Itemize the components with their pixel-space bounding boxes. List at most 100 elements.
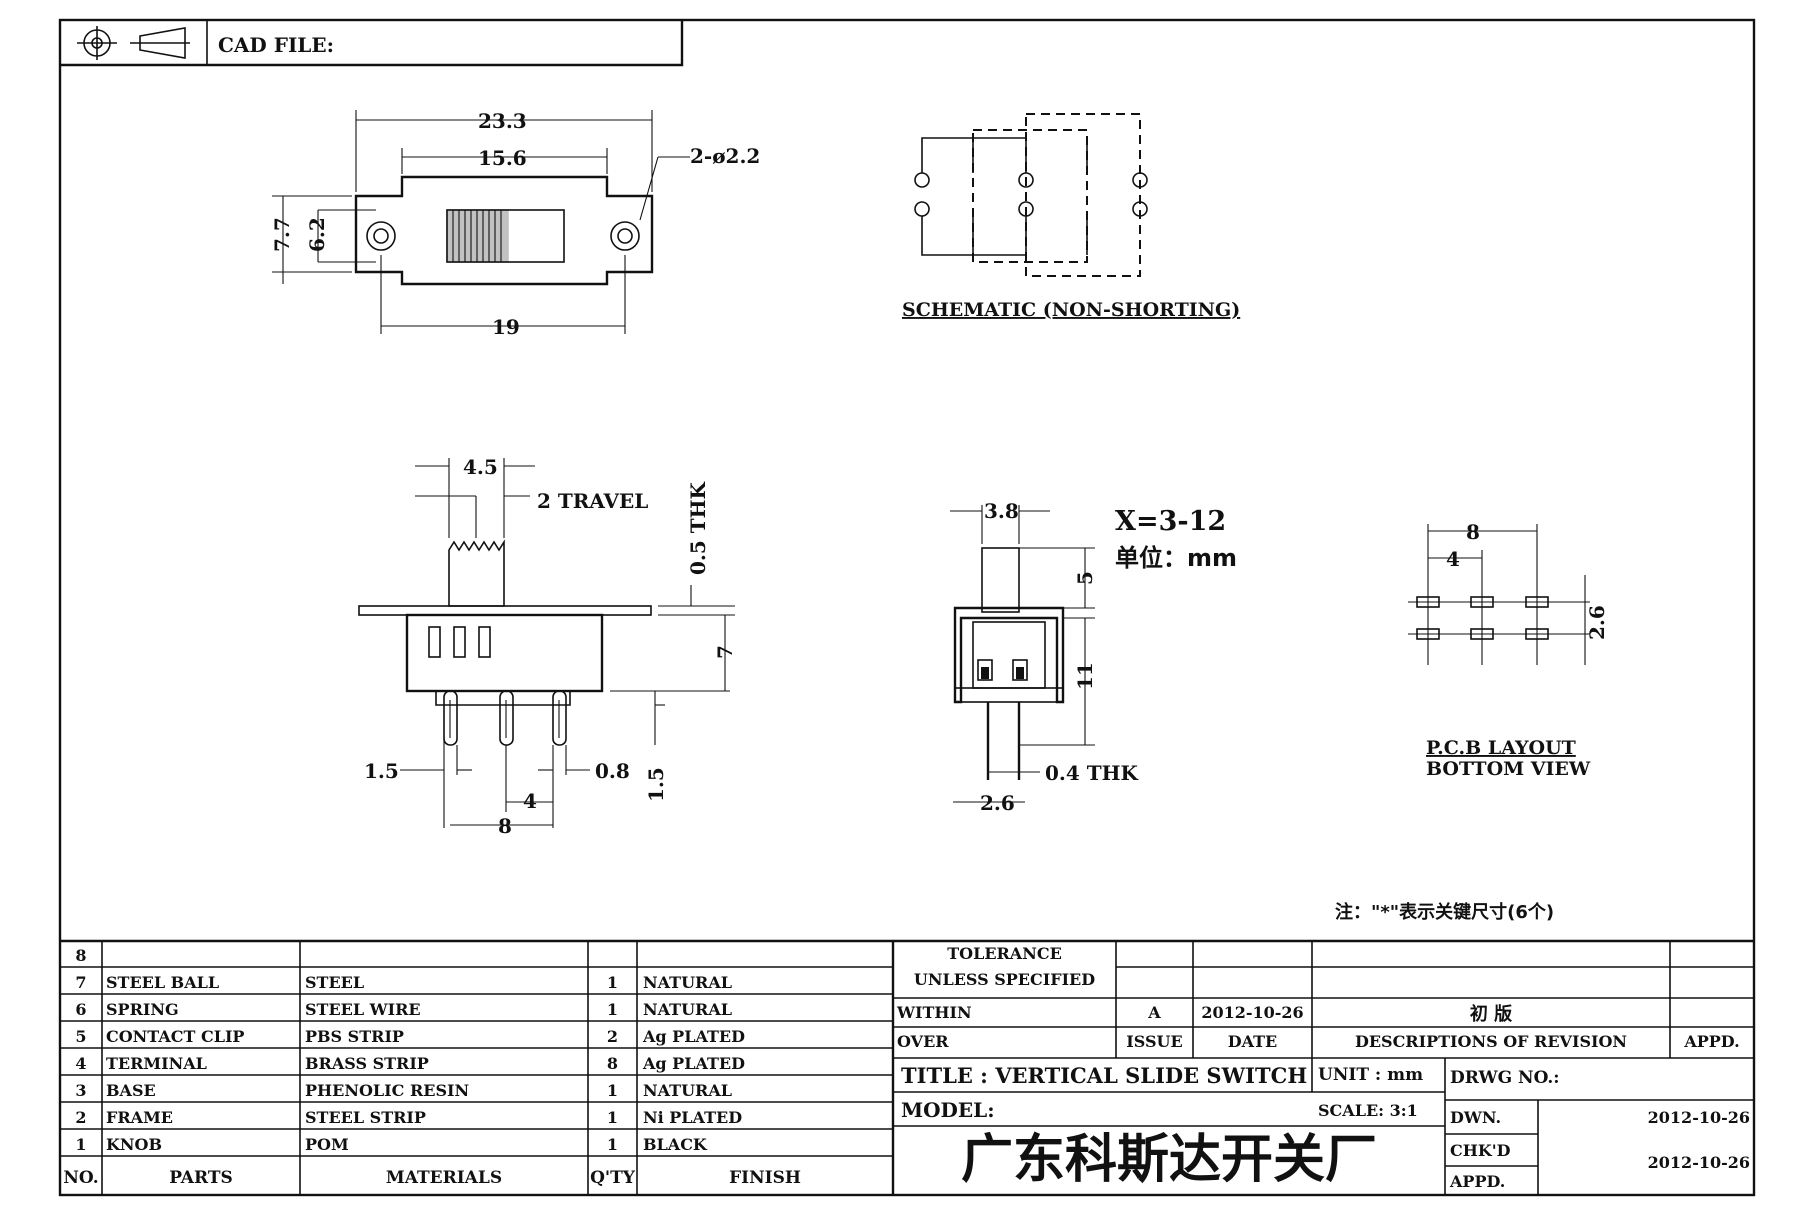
cad-file-label: CAD FILE: (218, 33, 334, 57)
bom-part: FRAME (106, 1108, 173, 1127)
bom-no: 8 (75, 946, 87, 965)
dim-body-7: 7 (713, 645, 737, 659)
dim-height-7-7: 7.7 (270, 217, 294, 252)
dim-pitch-4: 4 (523, 789, 537, 813)
dwn-date: 2012-10-26 (1647, 1108, 1750, 1127)
bom-finish: NATURAL (643, 1000, 732, 1019)
bom-no: 6 (75, 1000, 87, 1019)
dim-overall-23-3: 23.3 (478, 109, 527, 133)
bom-no: 5 (75, 1027, 87, 1046)
bom-table (60, 939, 1754, 1195)
over-label: OVER (897, 1032, 949, 1051)
header-box: CAD FILE: (60, 20, 684, 67)
dim-total-8: 8 (498, 814, 512, 838)
date-value: 2012-10-26 (1201, 1003, 1304, 1022)
schematic-caption: SCHEMATIC (NON-SHORTING) (902, 299, 1240, 321)
issue-label: ISSUE (1126, 1032, 1183, 1051)
pcb-dim-row-2-6: 2.6 (1585, 605, 1609, 640)
issue-value: A (1148, 1003, 1161, 1022)
bom-qty: 8 (606, 1054, 619, 1073)
dim-slot-15-6: 15.6 (478, 146, 527, 170)
sheet-border (58, 18, 1756, 1197)
bom-qty: 1 (606, 1000, 619, 1019)
bom-finish: Ag PLATED (643, 1054, 745, 1073)
bom-finish: NATURAL (643, 973, 732, 992)
bom-material: STEEL (305, 973, 365, 992)
header-parts: PARTS (169, 1168, 233, 1188)
revision-value: 初 版 (1469, 1004, 1513, 1025)
dim-travel: 2 TRAVEL (537, 489, 648, 513)
bom-no: 1 (75, 1135, 87, 1154)
title-block (893, 941, 1754, 1195)
dim-pin-width-0-8: 0.8 (595, 759, 630, 783)
dim-pin-left-1-5: 1.5 (364, 759, 399, 783)
dim-inner-height-6-2: 6.2 (305, 217, 329, 252)
dim-actuator-4-5: 4.5 (463, 455, 498, 479)
bom-material: STEEL STRIP (305, 1108, 426, 1127)
bom-qty: 1 (606, 1108, 619, 1127)
bom-material: BRASS STRIP (305, 1054, 429, 1073)
bom-part: CONTACT CLIP (106, 1027, 245, 1046)
bom-part: STEEL BALL (106, 973, 220, 992)
key-dimension-note: 注："*"表示关键尺寸(6个) (1335, 901, 1554, 923)
drwg-no-label: DRWG NO.: (1450, 1068, 1560, 1088)
bom-no: 7 (75, 973, 87, 992)
bom-material: POM (305, 1135, 349, 1154)
header-no: NO. (63, 1168, 99, 1188)
dwn-label: DWN. (1450, 1108, 1502, 1127)
unit-label: UNIT : mm (1318, 1065, 1424, 1085)
bom-qty: 1 (606, 1135, 619, 1154)
bom-qty: 1 (606, 1081, 619, 1100)
bom-material: STEEL WIRE (305, 1000, 421, 1019)
bom-no: 4 (75, 1054, 87, 1073)
bom-finish: Ni PLATED (643, 1108, 743, 1127)
bom-material: PBS STRIP (305, 1027, 404, 1046)
header-finish: FINISH (729, 1168, 801, 1188)
company-name: 广东科斯达开关厂 (960, 1130, 1377, 1190)
top-view (272, 110, 690, 334)
dim-thk-0-4: 0.4 THK (1045, 761, 1139, 785)
bom-part: KNOB (106, 1135, 162, 1154)
tolerance-line2: UNLESS SPECIFIED (913, 970, 1096, 989)
pcb-dim-pitch-4: 4 (1446, 547, 1460, 571)
chkd-date: 2012-10-26 (1647, 1153, 1750, 1172)
dim-width-2-6: 2.6 (980, 791, 1015, 815)
bom-finish: Ag PLATED (643, 1027, 745, 1046)
pcb-dim-total-8: 8 (1466, 520, 1480, 544)
x-range-label: X=3-12 (1115, 506, 1226, 537)
dim-thk-0-5: 0.5 THK (686, 481, 710, 575)
bom-part: BASE (106, 1081, 156, 1100)
header-materials: MATERIALS (385, 1168, 503, 1188)
dim-holes: 2-ø2.2 (690, 144, 760, 168)
model-label: MODEL: (901, 1098, 995, 1122)
chkd-label: CHK'D (1450, 1141, 1511, 1160)
title-label: TITLE : VERTICAL SLIDE SWITCH (901, 1063, 1308, 1088)
bom-qty: 2 (606, 1027, 619, 1046)
pcb-layout (1408, 524, 1590, 665)
header-qty: Q'TY (590, 1168, 635, 1188)
end-view (950, 505, 1095, 803)
bom-part: SPRING (106, 1000, 179, 1019)
bom-no: 2 (75, 1108, 87, 1127)
dim-body-11: 11 (1073, 662, 1097, 690)
appd2-label: APPD. (1450, 1172, 1506, 1191)
bom-finish: NATURAL (643, 1081, 732, 1100)
projection-symbol-icon (77, 26, 190, 60)
schematic-diagram (914, 113, 1148, 277)
bom-no: 3 (75, 1081, 87, 1100)
dim-pitch-19: 19 (492, 315, 520, 339)
scale-label: SCALE: 3:1 (1318, 1101, 1418, 1120)
pcb-caption-2: BOTTOM VIEW (1426, 758, 1591, 780)
appd-label: APPD. (1684, 1032, 1740, 1051)
dim-x-5: 5 (1073, 571, 1097, 585)
bom-part: TERMINAL (106, 1054, 207, 1073)
bom-material: PHENOLIC RESIN (305, 1081, 470, 1100)
bom-qty: 1 (606, 973, 619, 992)
unit-note-cn: 单位：mm (1115, 544, 1237, 572)
bom-finish: BLACK (643, 1135, 707, 1154)
dim-actuator-3-8: 3.8 (984, 499, 1019, 523)
tolerance-line1: TOLERANCE (947, 944, 1062, 963)
pcb-caption-1: P.C.B LAYOUT (1426, 737, 1576, 759)
date-label: DATE (1227, 1032, 1278, 1051)
